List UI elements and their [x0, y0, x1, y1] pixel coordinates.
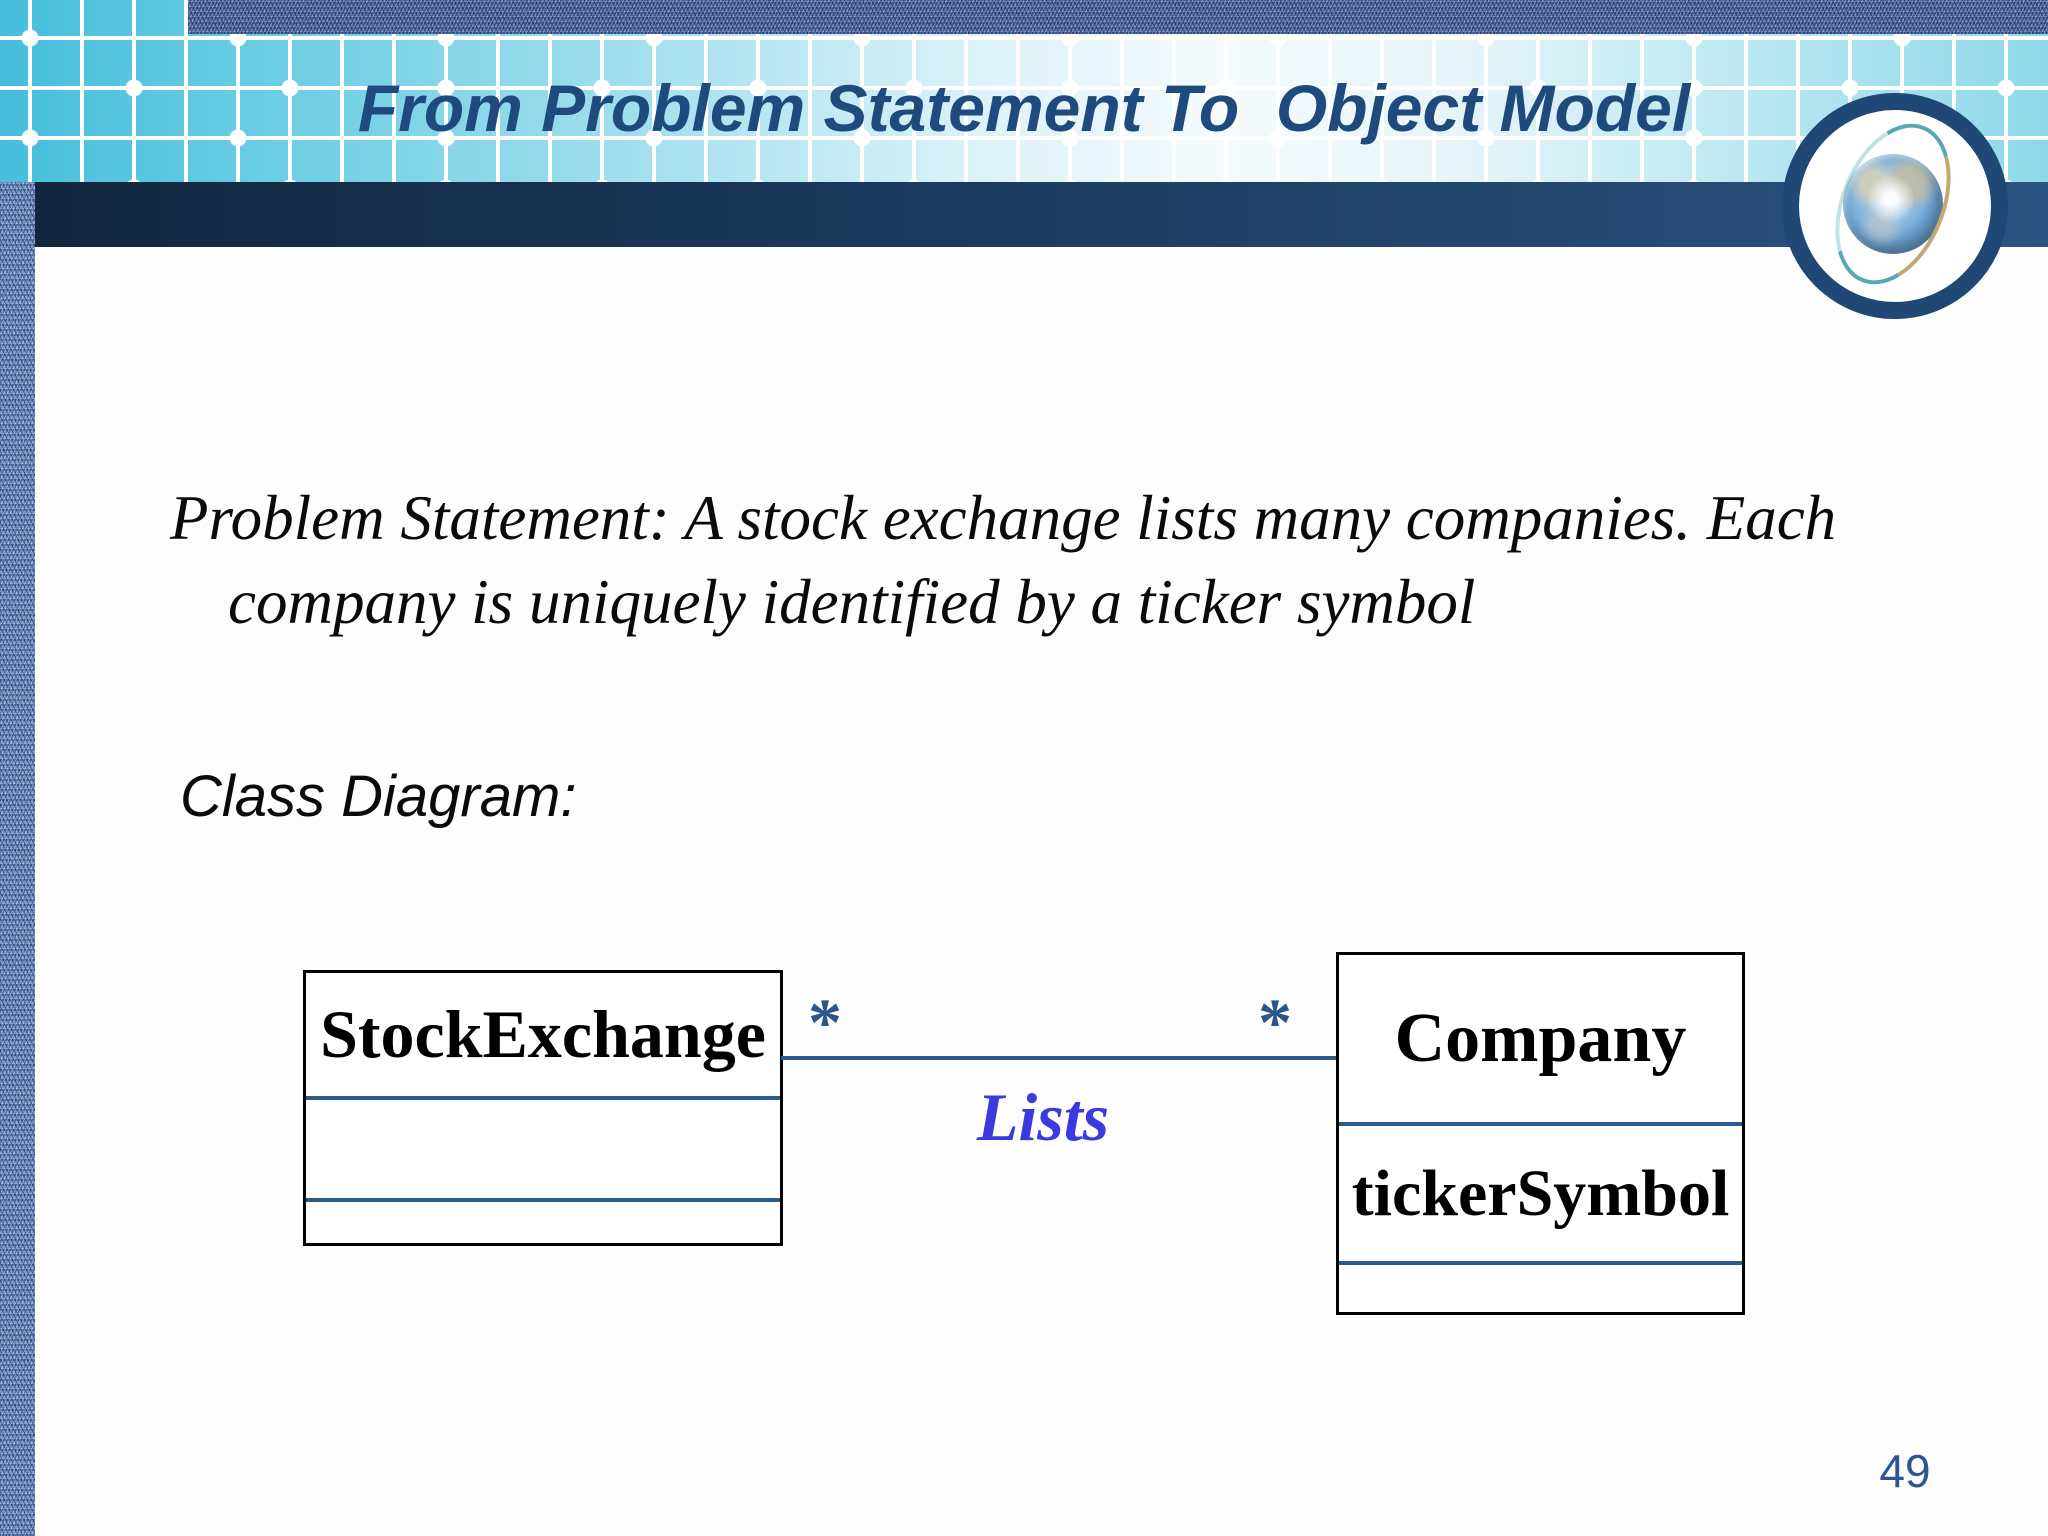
problem-statement-line-1: Problem Statement: A stock exchange list… — [170, 483, 1837, 553]
globe-icon — [1843, 154, 1943, 254]
uml-class-name: Company — [1394, 999, 1687, 1077]
uml-class-stockexchange: StockExchange — [303, 970, 783, 1246]
uml-association-line — [781, 1056, 1336, 1060]
page-number: 49 — [1879, 1445, 1931, 1497]
problem-statement: Problem Statement: A stock exchange list… — [170, 476, 2030, 644]
header-top-texture-strip — [188, 0, 2048, 34]
association-label: Lists — [976, 1079, 1110, 1155]
class-diagram-label: Class Diagram: — [180, 764, 577, 829]
uml-operations-compartment — [1339, 1261, 1742, 1312]
association-multiplicity-right: * — [1258, 984, 1292, 1060]
uml-attribute-tickersymbol: tickerSymbol — [1339, 1122, 1742, 1261]
uml-class-name: StockExchange — [320, 996, 766, 1072]
uml-class-company: Company tickerSymbol — [1336, 952, 1745, 1315]
slide-title: From Problem Statement To Object Model — [357, 71, 1691, 145]
uml-attributes-compartment — [306, 1096, 780, 1198]
left-denim-border — [0, 182, 35, 1536]
problem-statement-line-2: company is uniquely identified by a tick… — [228, 567, 1476, 637]
uml-operations-compartment — [306, 1198, 780, 1243]
association-multiplicity-left: * — [808, 984, 842, 1060]
header-navy-bar — [35, 182, 2048, 247]
